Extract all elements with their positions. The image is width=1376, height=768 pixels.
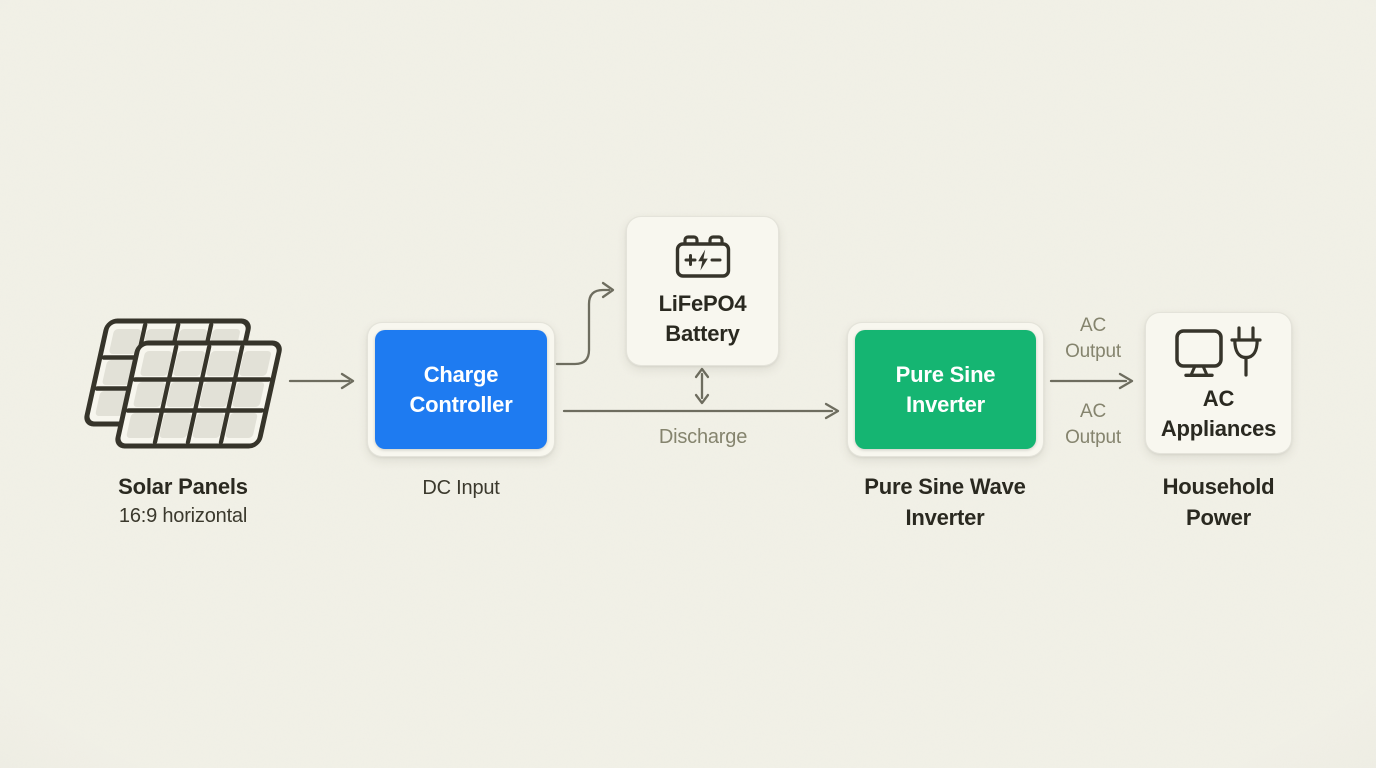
node-appliances[interactable]: AC Appliances (1145, 312, 1292, 454)
charge-controller-box: Charge Controller (375, 330, 547, 449)
arrow-panels-to-controller (288, 372, 355, 390)
appliance-icons (1174, 326, 1263, 378)
solar-panels-sublabel: 16:9 horizontal (118, 505, 248, 527)
appliances-label: AC Appliances (1160, 386, 1277, 441)
node-battery[interactable]: LiFePO4 Battery (626, 216, 779, 366)
inverter-box: Pure Sine Inverter (855, 330, 1036, 449)
inverter-caption: Pure Sine Wave Inverter (864, 474, 1026, 530)
node-inverter[interactable]: Pure Sine Inverter (847, 322, 1044, 457)
household-power-label: Household Power (1162, 474, 1275, 530)
discharge-label: Discharge (658, 426, 748, 448)
arrow-controller-to-battery (555, 281, 615, 366)
solar-panels-icon (84, 318, 282, 449)
monitor-icon (1175, 329, 1223, 377)
ac-output-label-bottom: AC Output (1065, 401, 1121, 448)
solar-panels-label: Solar Panels (118, 474, 248, 499)
battery-icon (675, 235, 730, 278)
battery-label: LiFePO4 Battery (658, 291, 747, 346)
double-arrow-battery-icon (694, 367, 710, 405)
arrow-inverter-to-appliances (1049, 372, 1134, 390)
plug-icon (1230, 326, 1262, 377)
ac-output-label-top: AC Output (1065, 315, 1121, 362)
arrow-controller-to-inverter (562, 402, 840, 420)
dc-input-label: DC Input (422, 477, 500, 499)
node-charge-controller[interactable]: Charge Controller (367, 322, 555, 457)
